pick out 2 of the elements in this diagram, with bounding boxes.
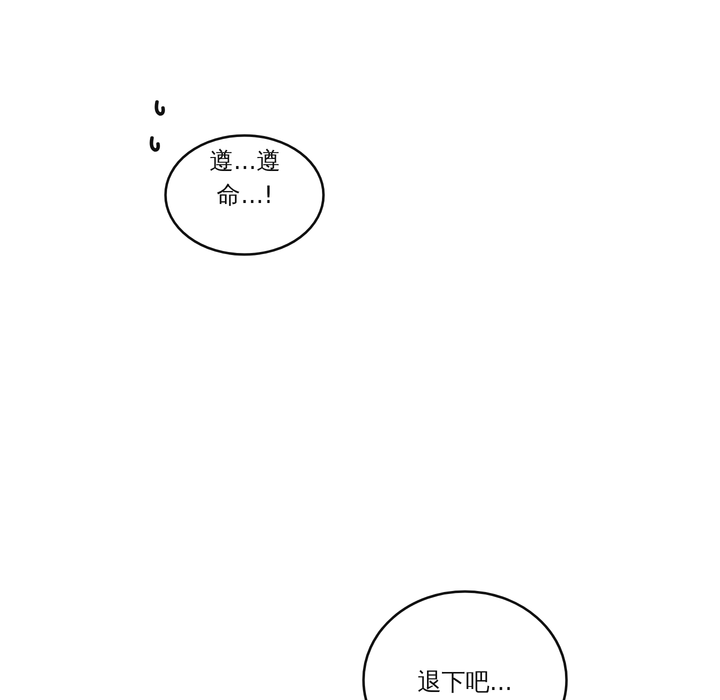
speech-text: 遵...遵命...!	[208, 146, 282, 211]
speech-text: 退下吧...	[416, 667, 514, 698]
